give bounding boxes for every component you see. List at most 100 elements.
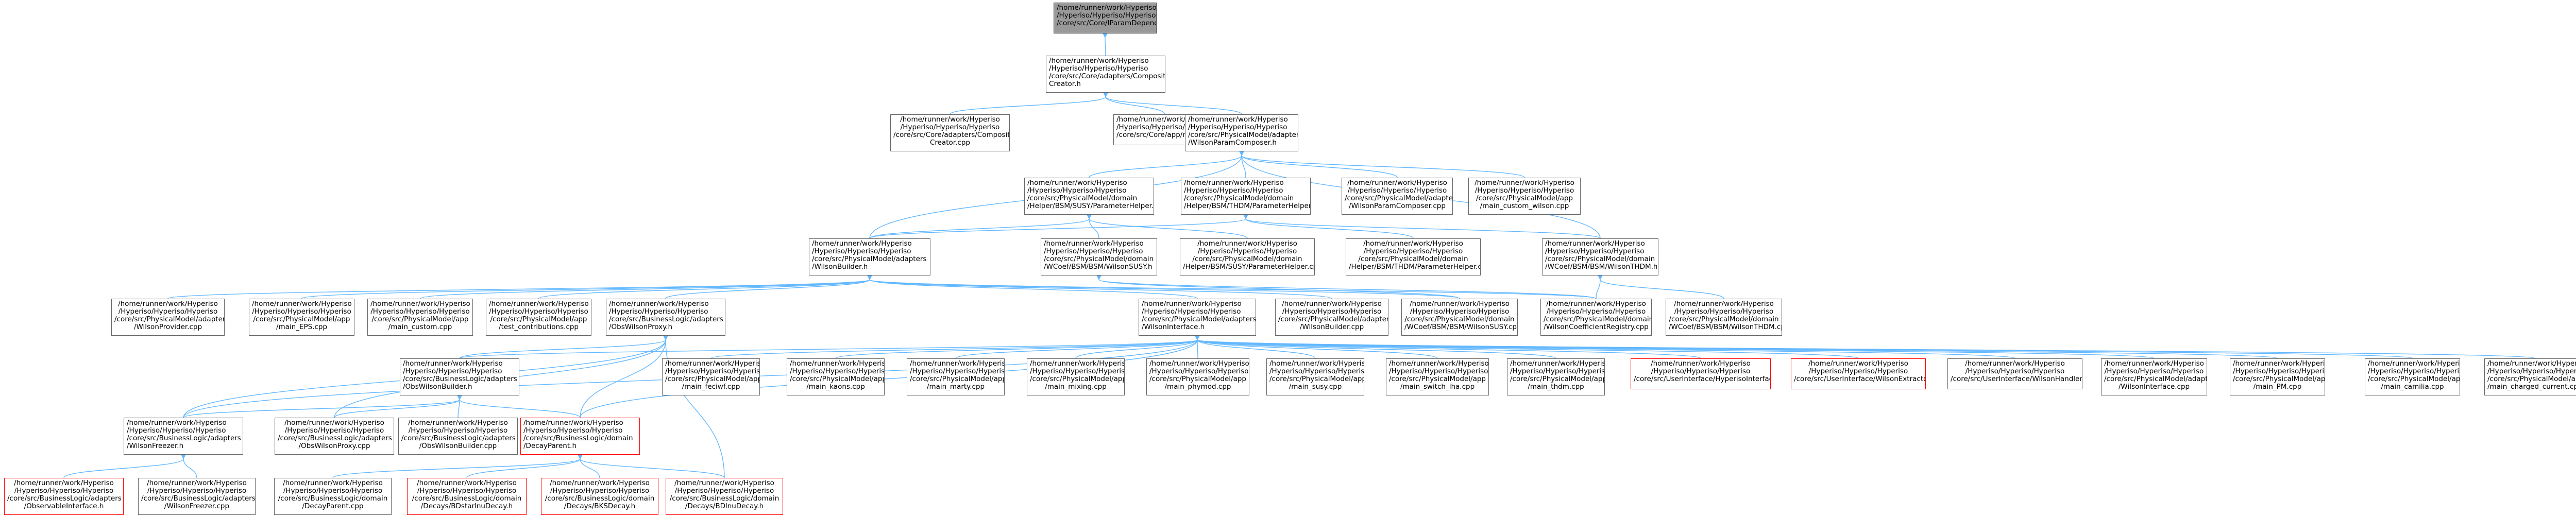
node-label-line: /core/src/PhysicalModel/app — [910, 375, 1005, 383]
node-label-line: /WCoef/BSM/BSM/WilsonTHDM.h — [1545, 263, 1658, 271]
graph-node[interactable]: /home/runner/work/Hyperiso/Hyperiso/Hype… — [1041, 238, 1157, 275]
dependency-edge — [1243, 214, 1414, 239]
graph-node[interactable]: /home/runner/work/Hyperiso/Hyperiso/Hype… — [2230, 358, 2325, 395]
graph-node[interactable]: /home/runner/work/Hyperiso/Hyperiso/Hype… — [1401, 299, 1518, 336]
node-label-line: /main_phymod.cpp — [1164, 383, 1231, 391]
graph-node[interactable]: /home/runner/work/Hyperiso/Hyperiso/Hype… — [1046, 56, 1165, 93]
node-label-line: /Helper/BSM/SUSY/ParameterHelper.cpp — [1183, 263, 1315, 271]
node-label-line: /Hyperiso/Hyperiso/Hyperiso — [1282, 307, 1382, 316]
dependency-edge — [577, 454, 725, 478]
node-label-line: /Hyperiso/Hyperiso/Hyperiso — [417, 487, 517, 495]
graph-node[interactable]: /home/runner/work/Hyperiso/Hyperiso/Hype… — [1275, 299, 1388, 336]
node-label-line: /core/src/BusinessLogic/domain — [412, 494, 522, 503]
graph-node[interactable]: /home/runner/work/Hyperiso/Hyperiso/Hype… — [407, 478, 527, 515]
dependency-edge — [1103, 92, 1165, 115]
node-label-line: /home/runner/work/Hyperiso — [284, 419, 384, 427]
node-label-line: /home/runner/work/Hyperiso — [2368, 359, 2460, 368]
node-label-line: /home/runner/work/Hyperiso — [1027, 179, 1127, 187]
dependency-edge — [869, 214, 1249, 239]
graph-node[interactable]: /home/runner/work/Hyperiso/Hyperiso/Hype… — [1181, 178, 1311, 215]
graph-node[interactable]: /home/runner/work/Hyperiso/Hyperiso/Hype… — [400, 358, 519, 395]
graph-node[interactable]: /home/runner/work/Hyperiso/Hyperiso/Hype… — [1507, 358, 1605, 395]
graph-node[interactable]: /home/runner/work/Hyperiso/Hyperiso/Hype… — [1386, 358, 1489, 395]
graph-node[interactable]: /home/runner/work/Hyperiso/Hyperiso/Hype… — [666, 478, 783, 515]
node-label-line: /core/src/PhysicalModel/app — [1149, 375, 1247, 383]
graph-node[interactable]: /home/runner/work/Hyperiso/Hyperiso/Hype… — [111, 299, 225, 336]
graph-node[interactable]: /home/runner/work/Hyperiso/Hyperiso/Hype… — [1631, 358, 1771, 389]
node-label-line: /WilsonCoefficientRegistry.cpp — [1544, 323, 1649, 331]
node-label-line: /Hyperiso/Hyperiso/Hyperiso — [1030, 367, 1125, 375]
node-label-line: /core/src/PhysicalModel/domain — [1669, 315, 1779, 323]
dependency-edge — [955, 335, 1200, 359]
dependency-edge — [869, 214, 1092, 239]
graph-node[interactable]: /home/runner/work/Hyperiso/Hyperiso/Hype… — [398, 418, 518, 455]
graph-node[interactable]: /home/runner/work/Hyperiso/Hyperiso/Hype… — [541, 478, 658, 515]
node-label-line: /Hyperiso/Hyperiso/Hyperiso — [403, 367, 502, 375]
node-label-line: /Hyperiso/Hyperiso/Hyperiso — [1057, 11, 1156, 20]
graph-node[interactable]: /home/runner/work/Hyperiso/Hyperiso/Hype… — [138, 478, 256, 515]
node-label-line: /Hyperiso/Hyperiso/Hyperiso — [147, 487, 247, 495]
graph-node[interactable]: /home/runner/work/Hyperiso/Hyperiso/Hype… — [1146, 358, 1249, 395]
node-label-line: /Hyperiso/Hyperiso/Hyperiso — [1651, 367, 1751, 375]
node-label-line: /WilsonBuilder.h — [812, 263, 868, 271]
graph-node[interactable]: /home/runner/work/Hyperiso/Hyperiso/Hype… — [1185, 114, 1298, 151]
graph-node[interactable]: /home/runner/work/Hyperiso/Hyperiso/Hype… — [1468, 178, 1581, 215]
node-label-line: /home/runner/work/Hyperiso — [2104, 359, 2204, 368]
graph-node[interactable]: /home/runner/work/Hyperiso/Hyperiso/Hype… — [274, 478, 392, 515]
node-label-line: /DecayParent.cpp — [302, 502, 364, 510]
graph-node[interactable]: /home/runner/work/Hyperiso/Hyperiso/Hype… — [1791, 358, 1926, 389]
dependency-edge — [459, 335, 669, 359]
node-label-line: /home/runner/work/Hyperiso — [1389, 359, 1489, 368]
node-label-line: /core/src/UserInterface/HyperisoInterfac… — [1634, 375, 1771, 383]
graph-node[interactable]: /home/runner/work/Hyperiso/Hyperiso/Hype… — [809, 238, 930, 275]
graph-node[interactable]: /home/runner/work/Hyperiso/Hyperiso/Hype… — [1346, 238, 1481, 275]
node-label-line: /Hyperiso/Hyperiso/Hyperiso — [609, 307, 708, 316]
graph-node[interactable]: /home/runner/work/Hyperiso/Hyperiso/Hype… — [1947, 358, 2082, 389]
graph-node[interactable]: /home/runner/work/Hyperiso/Hyperiso/Hype… — [1666, 299, 1782, 336]
node-label-line: /Decays/BDstarlnuDecay.h — [420, 502, 513, 510]
graph-node[interactable]: /home/runner/work/Hyperiso/Hyperiso/Hype… — [2101, 358, 2207, 395]
node-label-line: /Hyperiso/Hyperiso/Hyperiso — [1184, 186, 1283, 195]
graph-node[interactable]: /home/runner/work/Hyperiso/Hyperiso/Hype… — [1024, 178, 1154, 215]
node-label-line: /test_contributions.cpp — [499, 323, 579, 331]
graph-node[interactable]: /home/runner/work/Hyperiso/Hyperiso/Hype… — [1180, 238, 1315, 275]
graph-node[interactable]: /home/runner/work/Hyperiso/Hyperiso/Hype… — [787, 358, 885, 395]
graph-node[interactable]: /home/runner/work/Hyperiso/Hyperiso/Hype… — [486, 299, 591, 336]
node-label-line: /Hyperiso/Hyperiso/Hyperiso — [1269, 367, 1364, 375]
graph-node[interactable]: /home/runner/work/Hyperiso/Hyperiso/Hype… — [275, 418, 394, 455]
graph-node[interactable]: /home/runner/work/Hyperiso/Hyperiso/Hype… — [1540, 299, 1652, 336]
graph-node[interactable]: /home/runner/work/Hyperiso/Hyperiso/Hype… — [907, 358, 1005, 395]
graph-node[interactable]: /home/runner/work/Hyperiso/Hyperiso/Hype… — [367, 299, 473, 336]
graph-node[interactable]: /home/runner/work/Hyperiso/Hyperiso/Hype… — [2365, 358, 2460, 395]
node-label-line: /core/src/PhysicalModel/domain — [1358, 255, 1468, 263]
dependency-edge — [419, 274, 873, 299]
graph-node[interactable]: /home/runner/work/Hyperiso/Hyperiso/Hype… — [606, 299, 725, 336]
node-label-line: /home/runner/work/Hyperiso — [1651, 359, 1751, 368]
dependency-edge — [1194, 335, 1859, 359]
node-label-line: Creator.h — [1049, 80, 1081, 88]
node-label-line: /core/src/PhysicalModel/domain — [1044, 255, 1154, 263]
graph-node[interactable]: /home/runner/work/Hyperiso/Hyperiso/Hype… — [124, 418, 243, 455]
graph-node[interactable]: /home/runner/work/Hyperiso/Hyperiso/Hype… — [1139, 299, 1256, 336]
dependency-edge — [1194, 335, 1556, 359]
graph-node[interactable]: /home/runner/work/Hyperiso/Hyperiso/Hype… — [1542, 238, 1658, 275]
graph-node[interactable]: /home/runner/work/Hyperiso/Hyperiso/Hype… — [662, 358, 760, 395]
graph-node[interactable]: /home/runner/work/Hyperiso/Hyperiso/Hype… — [520, 418, 640, 455]
dependency-edge — [1194, 335, 1316, 359]
node-label-line: /Hyperiso/Hyperiso/Hyperiso — [1510, 367, 1605, 375]
node-label-line: /home/runner/work/Hyperiso — [1030, 359, 1125, 368]
graph-node[interactable]: /home/runner/work/Hyperiso/Hyperiso/Hype… — [249, 299, 354, 336]
node-label-line: /home/runner/work/Hyperiso — [523, 419, 623, 427]
graph-node[interactable]: /home/runner/work/Hyperiso/Hyperiso/Hype… — [4, 478, 124, 515]
graph-node[interactable]: /home/runner/work/Hyperiso/Hyperiso/Hype… — [1266, 358, 1364, 395]
node-label-line: /core/src/PhysicalModel/domain — [1545, 255, 1655, 263]
node-label-line: /WilsonBuilder.cpp — [1299, 323, 1364, 331]
graph-node[interactable]: /home/runner/work/Hyperiso/Hyperiso/Hype… — [2484, 358, 2576, 395]
graph-node[interactable]: /home/runner/work/Hyperiso/Hyperiso/Hype… — [890, 114, 1010, 151]
node-label-line: /Hyperiso/Hyperiso/Hyperiso — [1044, 247, 1143, 255]
node-label-line: /home/runner/work/Hyperiso — [1363, 239, 1463, 248]
node-label-line: /home/runner/work/Hyperiso — [1049, 57, 1149, 65]
node-label-line: /Hyperiso/Hyperiso/Hyperiso — [2233, 367, 2325, 375]
graph-node[interactable]: /home/runner/work/Hyperiso/Hyperiso/Hype… — [1027, 358, 1125, 395]
graph-node[interactable]: /home/runner/work/Hyperiso/Hyperiso/Hype… — [1342, 178, 1453, 215]
